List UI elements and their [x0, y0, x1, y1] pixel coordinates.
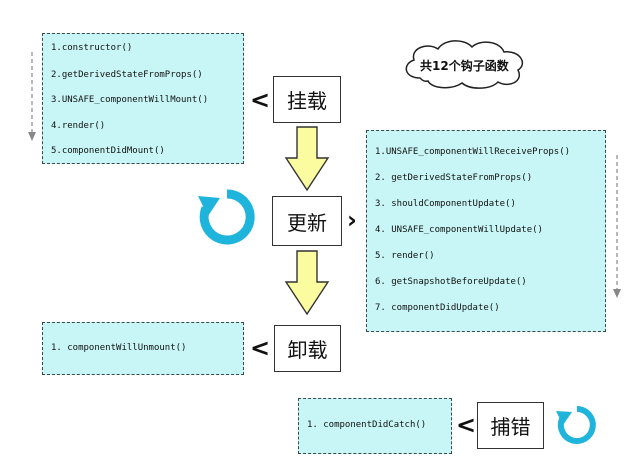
cloud-label: 共12个钩子函数 [420, 59, 509, 73]
hook-item: 3. shouldComponentUpdate() [375, 199, 516, 209]
cloud-icon [405, 40, 524, 89]
hook-item: 4. UNSAFE_componentWillUpdate() [375, 225, 543, 235]
chevron-left-icon: < [250, 334, 271, 362]
mount-hooks-box: 1.constructor() 2.getDerivedStateFromPro… [42, 33, 244, 164]
stage-unmount: 卸载 [274, 325, 341, 372]
cycle-icon [198, 189, 255, 245]
chevron-left-icon: < [250, 86, 271, 114]
hook-item: 4.render() [51, 121, 106, 131]
hook-item: 6. getSnapshotBeforeUpdate() [375, 277, 527, 287]
down-arrow-icon [284, 250, 330, 316]
catch-hooks-box: 1. componentDidCatch() [298, 398, 452, 454]
hook-item: 5.componentDidMount() [51, 146, 165, 156]
hook-item: 2. getDerivedStateFromProps() [375, 173, 533, 183]
order-arrow-icon [613, 155, 621, 298]
hook-item: 1.constructor() [51, 43, 133, 53]
hook-item: 1. componentDidCatch() [307, 420, 427, 430]
cycle-icon [556, 406, 596, 444]
chevron-left-icon: < [456, 411, 477, 439]
unmount-hooks-box: 1. componentWillUnmount() [42, 322, 244, 375]
stage-update: 更新 [272, 196, 342, 246]
hook-item: 1.UNSAFE_componentWillReceiveProps() [375, 147, 571, 157]
hook-item: 3.UNSAFE_componentWillMount() [51, 95, 209, 105]
hook-item: 2.getDerivedStateFromProps() [51, 70, 203, 80]
hook-item: 5. render() [375, 251, 435, 261]
stage-catch: 捕错 [477, 402, 544, 449]
chevron-right-icon: › [347, 206, 357, 234]
down-arrow-icon [284, 126, 330, 192]
hook-item: 7. componentDidUpdate() [375, 303, 500, 313]
hook-item: 1. componentWillUnmount() [51, 343, 187, 353]
stage-mount: 挂载 [273, 76, 341, 123]
order-arrow-icon [28, 52, 36, 141]
update-hooks-box: 1.UNSAFE_componentWillReceiveProps() 2. … [366, 130, 606, 332]
